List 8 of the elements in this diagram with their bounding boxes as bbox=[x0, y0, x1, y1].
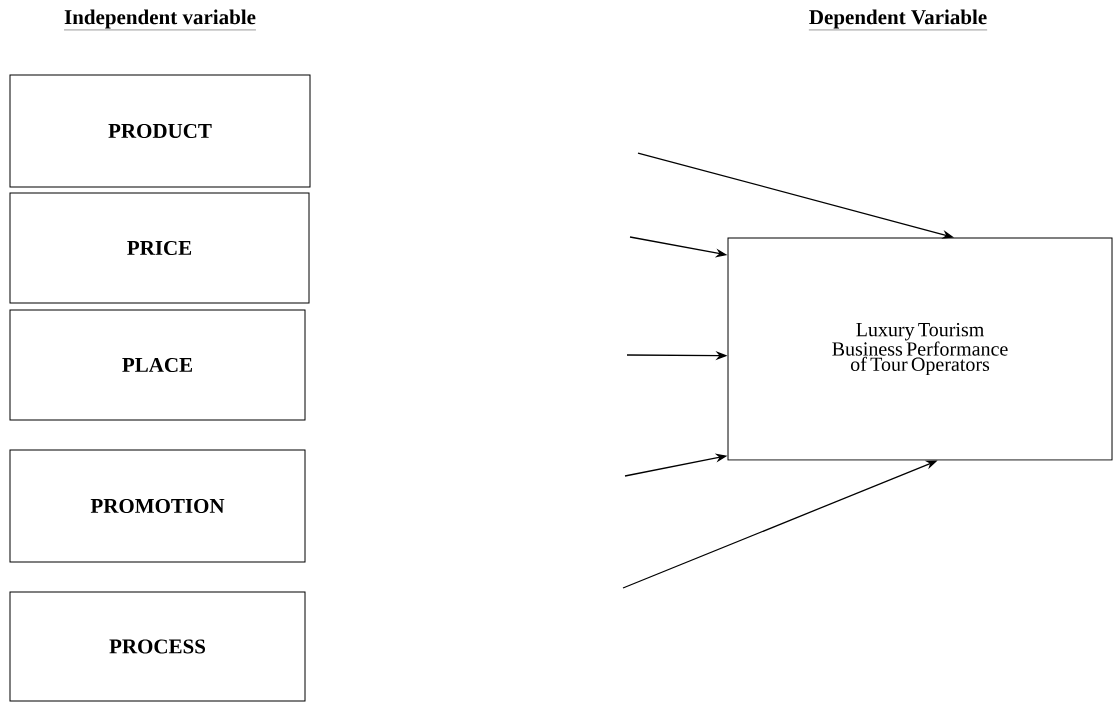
heading: Independent variable bbox=[63, 9, 257, 31]
outcome-box: Luxury Tourism Business Performance of Tour Operators bbox=[727, 237, 1113, 461]
variable-box: PRODUCT bbox=[9, 74, 311, 188]
variable-box: PROCESS bbox=[9, 591, 306, 702]
variable-box: PRICE bbox=[9, 192, 310, 304]
variable-box: PLACE bbox=[9, 309, 306, 421]
heading: Dependent Variable bbox=[808, 9, 988, 31]
variable-box: PROMOTION bbox=[9, 449, 306, 563]
